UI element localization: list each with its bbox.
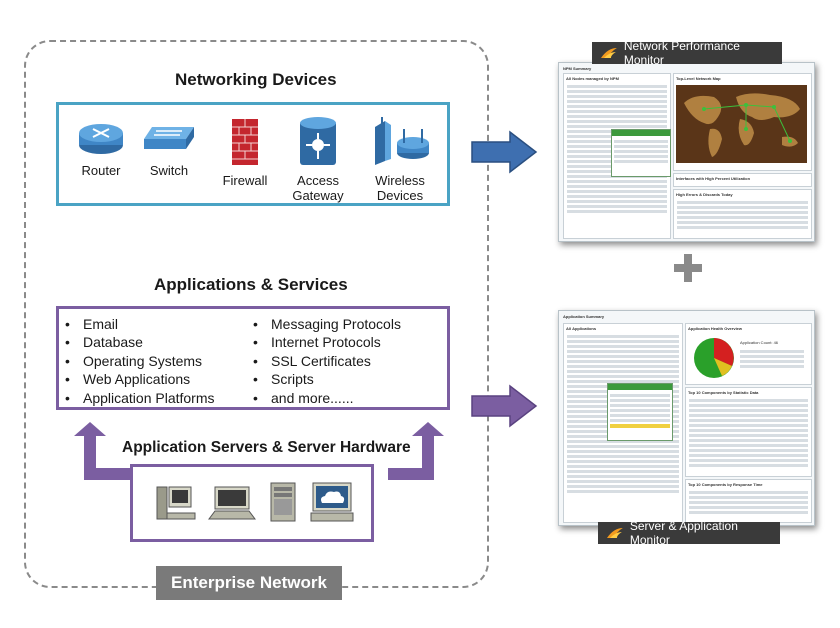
device-label: Switch: [149, 163, 189, 178]
sam-health-panel: Application Health Overview Application …: [685, 323, 812, 385]
device-label-line1: Wireless: [375, 173, 425, 188]
list-item: SSL Certificates: [253, 352, 401, 370]
device-label-line1: Access: [297, 173, 339, 188]
servers-to-apps-arrow-right: [388, 422, 444, 480]
list-item: Internet Protocols: [253, 333, 401, 351]
sam-all-apps-title: All Applications: [566, 326, 597, 331]
device-access-gateway: Access Gateway: [287, 115, 349, 203]
sam-screenshot: Application Summary All Applications App…: [558, 310, 815, 526]
world-map-icon: [676, 85, 807, 163]
solarwinds-logo-icon: [600, 48, 617, 58]
list-item: Web Applications: [65, 370, 215, 388]
firewall-icon: [232, 119, 258, 165]
sam-top-response-panel: Top 10 Components by Response Time: [685, 479, 812, 523]
servers-box: [130, 464, 374, 542]
sam-top-response-title: Top 10 Components by Response Time: [688, 482, 763, 487]
networking-devices-title: Networking Devices: [175, 70, 337, 89]
device-wireless: Wireless Devices: [365, 115, 435, 203]
health-pie-icon: [694, 338, 734, 378]
sam-caption: Server & Application Monitor: [598, 519, 780, 547]
list-item: and more......: [253, 389, 401, 407]
npm-errors-panel: High Errors & Discards Today: [673, 189, 812, 239]
npm-map-title: Top-Level Network Map: [676, 76, 721, 81]
npm-summary-label: NPM Summary: [563, 66, 592, 71]
enterprise-network-label: Enterprise Network: [156, 566, 342, 600]
npm-errors-title: High Errors & Discards Today: [676, 192, 733, 197]
list-item: Scripts: [253, 370, 401, 388]
npm-caption-text: Network Performance Monitor: [623, 39, 740, 67]
npm-interfaces-panel: Interfaces with High Percent Utilization: [673, 173, 812, 187]
sam-app-count: Application Count: 46: [740, 340, 779, 345]
sam-app-popup: [607, 383, 673, 441]
applications-list-right: Messaging Protocols Internet Protocols S…: [253, 315, 401, 407]
cloud-server-icon: [310, 482, 354, 522]
device-label-line2: Gateway: [292, 188, 344, 203]
npm-nodes-title: All Nodes managed by NPM: [566, 76, 619, 81]
sam-health-title: Application Health Overview: [688, 326, 743, 331]
access-gateway-icon: [300, 117, 336, 165]
npm-screenshot: NPM Summary All Nodes managed by NPM Top…: [558, 62, 815, 242]
npm-map-panel: Top-Level Network Map: [673, 73, 812, 171]
laptop-icon: [208, 486, 256, 520]
wireless-devices-icon: [375, 117, 429, 165]
applications-services-title: Applications & Services: [154, 275, 348, 294]
server-tower-icon: [270, 482, 296, 522]
device-firewall: Firewall: [215, 117, 275, 188]
apps-to-sam-arrow: [471, 384, 538, 428]
list-item: Application Platforms: [65, 389, 215, 407]
device-router: Router: [71, 117, 131, 178]
npm-caption: Network Performance Monitor: [592, 39, 782, 67]
network-to-npm-arrow: [471, 130, 538, 174]
applications-list-left: Email Database Operating Systems Web App…: [65, 315, 215, 407]
networking-devices-box: Router Switch Firewall: [56, 102, 450, 206]
device-label: Firewall: [222, 173, 268, 188]
npm-interfaces-title: Interfaces with High Percent Utilization: [676, 176, 751, 181]
list-item: Email: [65, 315, 215, 333]
device-switch: Switch: [139, 117, 199, 178]
sam-top-stats-title: Top 10 Components by Statistic Data: [688, 390, 759, 395]
router-icon: [79, 124, 123, 154]
sam-caption-text: Server & Application Monitor: [629, 519, 738, 547]
desktop-computer-icon: [156, 486, 196, 520]
list-item: Database: [65, 333, 215, 351]
npm-node-popup: [611, 129, 671, 177]
sam-summary-label: Application Summary: [563, 314, 605, 319]
switch-icon: [144, 127, 194, 149]
device-label: Router: [81, 163, 121, 178]
list-item: Messaging Protocols: [253, 315, 401, 333]
device-label-line2: Devices: [376, 188, 424, 203]
servers-to-apps-arrow-left: [74, 422, 130, 480]
solarwinds-logo-icon: [606, 528, 623, 538]
servers-title: Application Servers & Server Hardware: [122, 439, 411, 456]
sam-top-stats-panel: Top 10 Components by Statistic Data: [685, 387, 812, 477]
list-item: Operating Systems: [65, 352, 215, 370]
applications-services-box: Email Database Operating Systems Web App…: [56, 306, 450, 410]
plus-icon: [674, 254, 702, 282]
